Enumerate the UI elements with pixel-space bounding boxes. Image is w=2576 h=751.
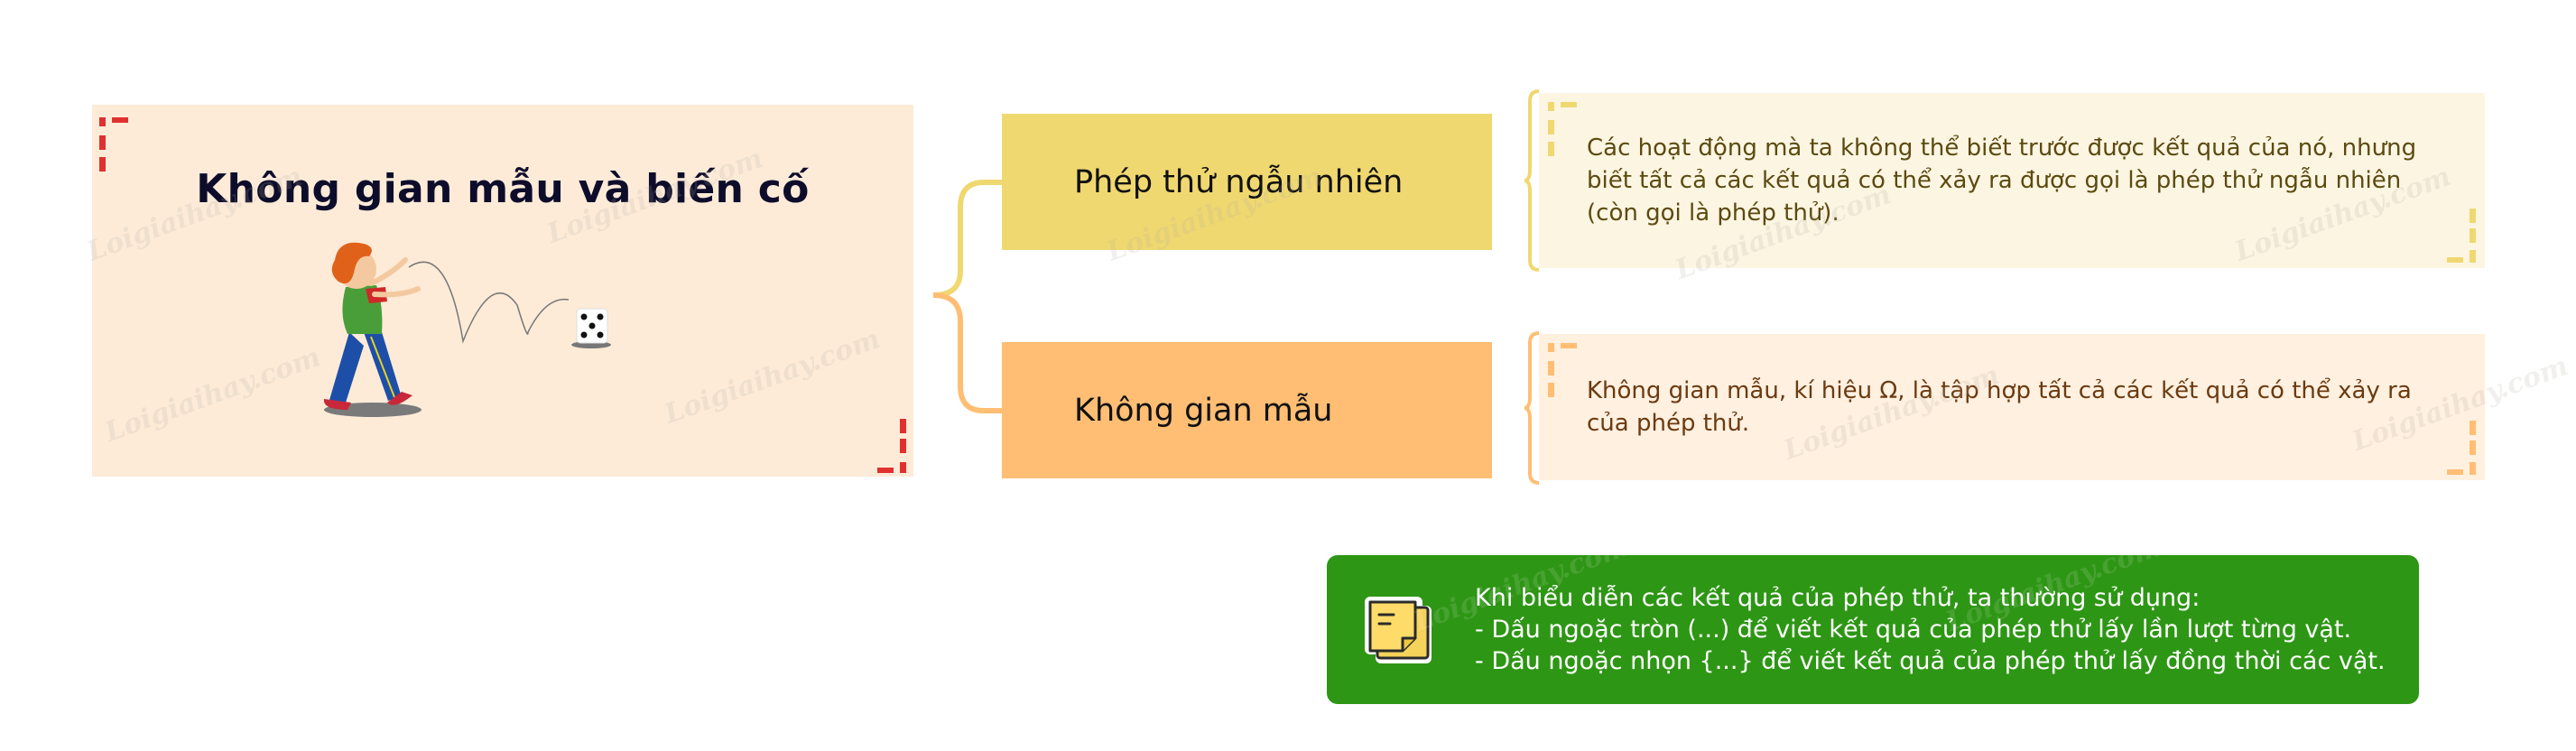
description-box-khong-gian-mau: Không gian mẫu, kí hiệu Ω, là tập hợp tấ… [1539,334,2485,480]
page-title: Không gian mẫu và biến cố [196,166,810,212]
topic-label: Phép thử ngẫu nhiên [1074,163,1404,200]
small-brace-icon [1524,331,1540,485]
topic-box-khong-gian-mau: Không gian mẫu [1002,342,1492,478]
corner-bracket-bottom-right-icon [2447,421,2476,475]
topic-box-phep-thu-ngau-nhien: Phép thử ngẫu nhiên [1002,114,1492,250]
corner-bracket-top-left-icon [1548,343,1577,397]
corner-bracket-bottom-right-icon [2447,209,2476,263]
brace-connector-icon [932,180,1002,413]
note-box: Khi biểu diễn các kết quả của phép thử, … [1327,555,2419,704]
description-text: Không gian mẫu, kí hiệu Ω, là tập hợp tấ… [1587,377,2412,437]
sticky-note-icon [1365,597,1432,663]
corner-bracket-top-left-icon [1548,102,1577,156]
boy-rolling-dice-illustration [323,242,611,417]
topic-label: Không gian mẫu [1074,392,1333,429]
note-line: - Dấu ngoặc tròn (...) để viết kết quả c… [1475,616,2352,644]
title-card: Không gian mẫu và biến cố [92,105,913,477]
corner-bracket-bottom-right-icon [877,419,906,473]
small-brace-icon [1524,89,1540,272]
note-line: Khi biểu diễn các kết quả của phép thử, … [1475,584,2201,612]
description-box-phep-thu-ngau-nhien: Các hoạt động mà ta không thể biết trước… [1539,93,2485,268]
description-text: Các hoạt động mà ta không thể biết trước… [1587,134,2417,227]
corner-bracket-top-left-icon [99,117,128,172]
note-line: - Dấu ngoặc nhọn {...} để viết kết quả c… [1475,647,2386,675]
